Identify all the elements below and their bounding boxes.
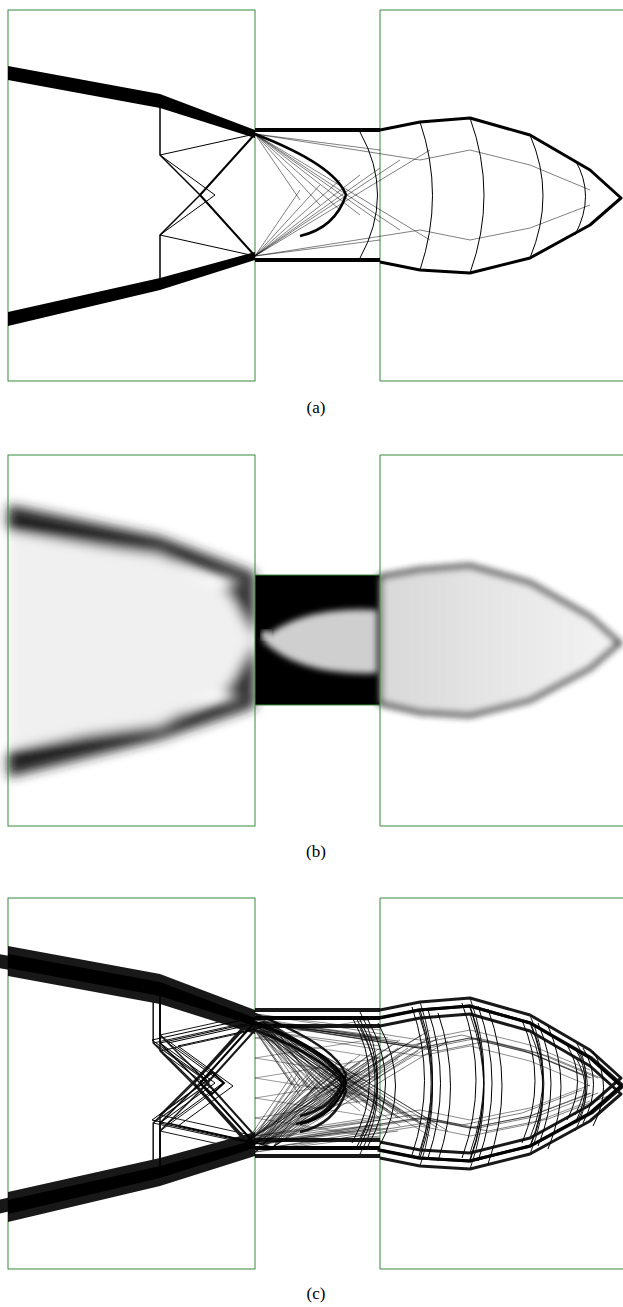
panel-c (0, 898, 623, 1269)
panel-b (8, 455, 623, 826)
panel-a (8, 10, 623, 381)
panel-label: (a) (305, 398, 328, 418)
panel-label: (c) (305, 1284, 328, 1304)
panel-label: (b) (304, 842, 328, 862)
